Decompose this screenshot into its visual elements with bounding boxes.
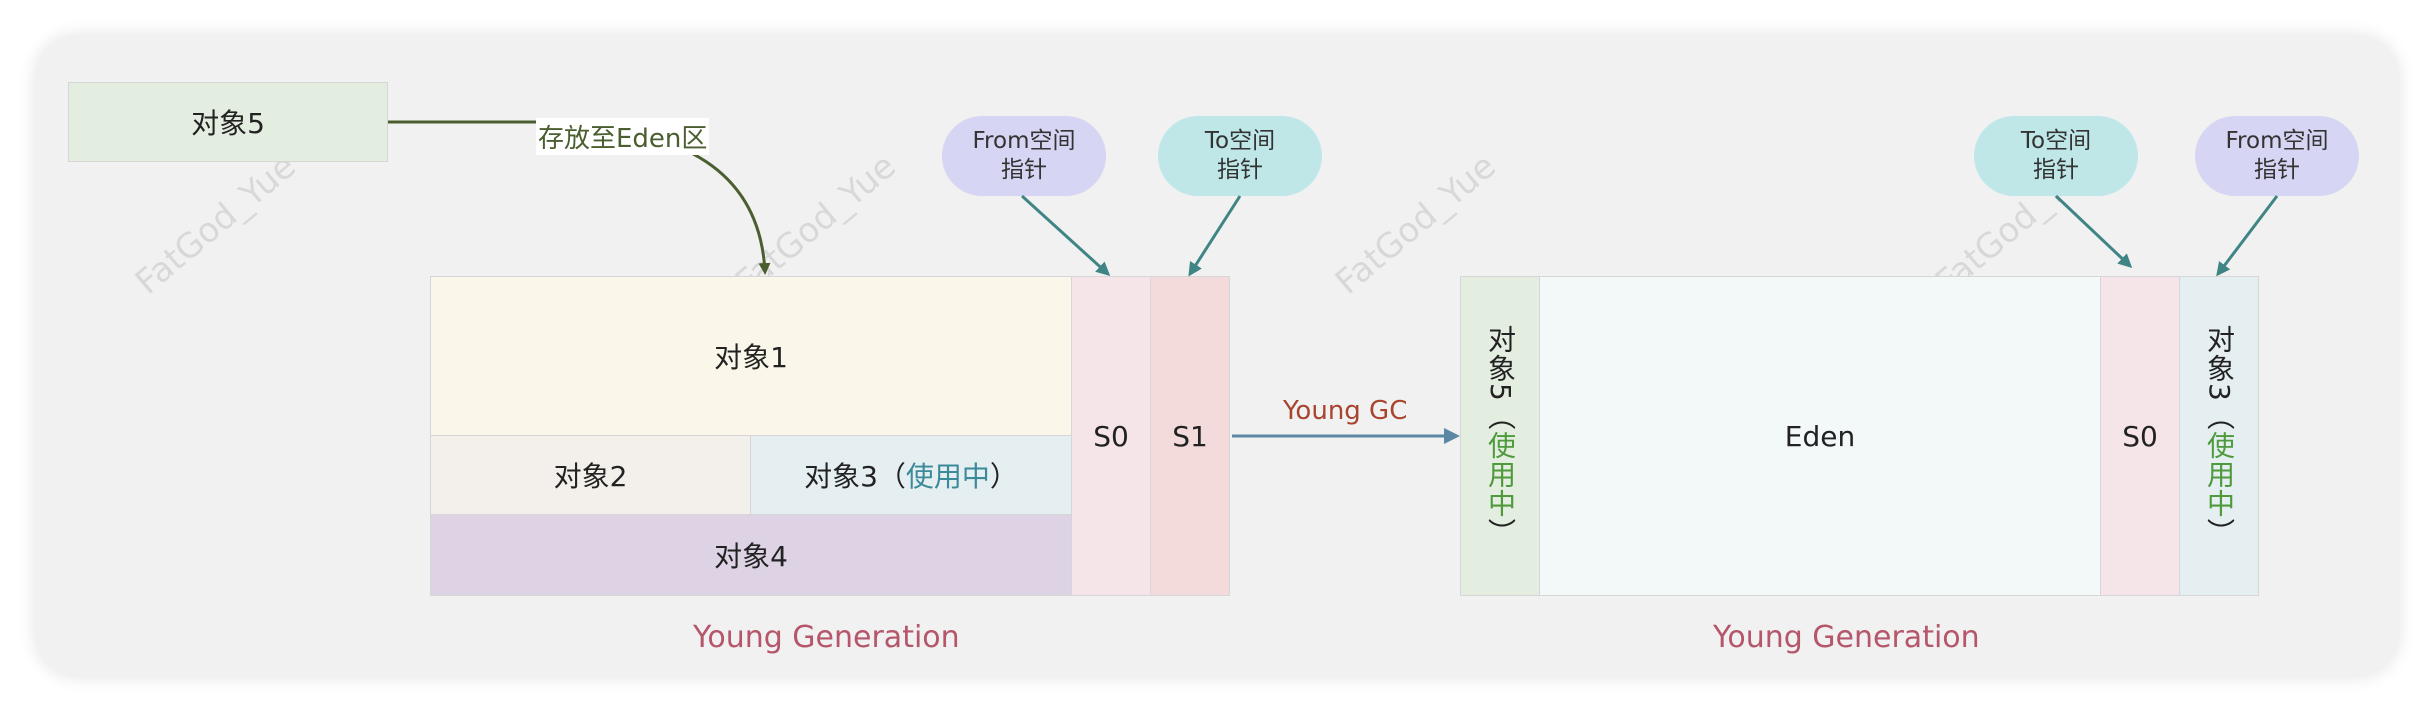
right-eden-label: Eden xyxy=(1784,419,1856,453)
left-to-pointer-arrow xyxy=(1188,195,1242,277)
left-s0-box: S0 xyxy=(1071,276,1151,596)
right-from-pointer-line1: From空间 xyxy=(2225,128,2329,155)
right-to-pointer-bubble: To空间 指针 xyxy=(1974,116,2138,196)
left-object1-box: 对象1 xyxy=(430,276,1072,436)
left-to-pointer-line2: 指针 xyxy=(1217,157,1263,183)
right-object3-box: 对象3（使用中） xyxy=(2179,276,2259,596)
store-to-eden-label: 存放至Eden区 xyxy=(536,118,710,155)
left-object2-label: 对象2 xyxy=(553,460,628,493)
left-from-pointer-line1: From空间 xyxy=(972,128,1076,155)
right-object3-status: 使用中 xyxy=(2203,430,2236,518)
right-object3-suffix: ） xyxy=(2203,517,2236,547)
right-s0-box: S0 xyxy=(2100,276,2180,596)
left-object1-label: 对象1 xyxy=(714,341,788,374)
right-object3-label: 对象3（使用中） xyxy=(2199,325,2239,547)
left-to-pointer-bubble: To空间 指针 xyxy=(1158,116,1322,196)
right-eden-box: Eden xyxy=(1539,276,2101,596)
right-to-pointer-line2: 指针 xyxy=(2033,157,2079,183)
right-caption: Young Generation xyxy=(1713,620,1980,655)
left-s1-label: S1 xyxy=(1172,419,1208,453)
right-object3-prefix: 对象3（ xyxy=(2203,325,2236,431)
left-to-pointer-line1: To空间 xyxy=(1204,128,1276,155)
right-object5-suffix: ） xyxy=(1484,517,1517,547)
left-object2-box: 对象2 xyxy=(430,435,751,515)
right-object5-status: 使用中 xyxy=(1484,430,1517,518)
left-from-pointer-arrow xyxy=(1020,194,1111,277)
left-s0-label: S0 xyxy=(1093,419,1129,453)
left-from-pointer-line2: 指针 xyxy=(1001,157,1047,183)
left-object4-box: 对象4 xyxy=(430,514,1072,596)
object5-source-label: 对象5 xyxy=(191,107,265,140)
right-from-pointer-line2: 指针 xyxy=(2254,157,2300,183)
left-from-pointer-bubble: From空间 指针 xyxy=(942,116,1106,196)
right-object5-label: 对象5（使用中） xyxy=(1480,325,1520,547)
left-object4-label: 对象4 xyxy=(714,540,788,573)
right-object5-box: 对象5（使用中） xyxy=(1460,276,1540,596)
left-s1-box: S1 xyxy=(1150,276,1230,596)
right-object5-prefix: 对象5（ xyxy=(1484,325,1517,431)
left-object3-prefix: 对象3（ xyxy=(804,460,906,493)
left-object3-suffix: ） xyxy=(989,460,1018,493)
right-from-pointer-bubble: From空间 指针 xyxy=(2195,116,2359,196)
right-to-pointer-arrow xyxy=(2054,194,2133,269)
object5-source-box: 对象5 xyxy=(68,82,388,162)
young-gc-label: Young GC xyxy=(1283,396,1408,426)
left-object3-status: 使用中 xyxy=(905,460,990,493)
left-caption: Young Generation xyxy=(693,620,960,655)
right-to-pointer-line1: To空间 xyxy=(2020,128,2092,155)
right-s0-label: S0 xyxy=(2122,419,2158,453)
right-from-pointer-arrow xyxy=(2216,195,2279,277)
